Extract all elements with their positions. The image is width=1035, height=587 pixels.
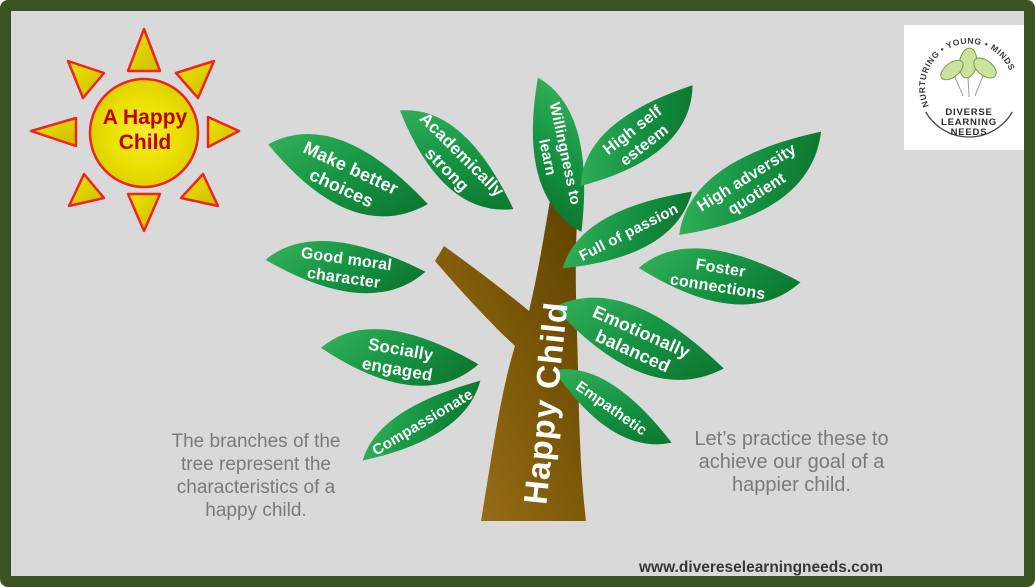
leaf-academically-strong: Academically strong — [374, 83, 533, 242]
leaf-willingness-to-learn: Willingness to learn — [503, 69, 610, 241]
diverse-learning-needs-logo: NURTURING • YOUNG • MINDS DIVERSE LEARNI… — [904, 25, 1024, 150]
leaf-compassionate: Compassionate — [348, 362, 499, 483]
sun-label-line2: Child — [119, 131, 172, 154]
leaf-full-of-passion: Full of passion — [547, 169, 712, 298]
website-text: www.divereselearningneeds.com — [638, 559, 884, 576]
leaf-good-moral-character: Good moral character — [261, 221, 430, 318]
sun-graphic: A Happy Child — [29, 27, 241, 233]
leaf-foster-connections: Foster connections — [633, 227, 806, 331]
leaf-high-self-esteem: High self esteem — [557, 63, 721, 214]
leaf-empathetic: Empathetic — [537, 345, 684, 473]
leaf-make-better-choices: Make better choices — [249, 100, 443, 258]
left-caption: The branches of the tree represent the c… — [171, 431, 341, 521]
logo-name-line1: DIVERSE — [945, 107, 992, 118]
sun-circle-icon — [88, 77, 200, 189]
logo-name-line2: LEARNING — [941, 117, 997, 128]
tree-trunk-shape-icon — [435, 189, 586, 521]
logo-circle-icon — [925, 111, 1013, 138]
sun-rays-icon — [29, 27, 241, 233]
sun-label-line1: A Happy — [103, 106, 188, 129]
tree-trunk — [435, 189, 586, 521]
leaf-socially-engaged: Socially engaged — [314, 307, 483, 413]
logo-plant-icon — [940, 47, 997, 98]
logo-name-line3: NEEDS — [951, 127, 988, 138]
leaf-high-adversity-quotient: High adversity quotient — [655, 103, 850, 270]
right-caption: Let’s practice these to achieve our goal… — [694, 428, 889, 496]
logo-emblem-icon: NURTURING • YOUNG • MINDS DIVERSE LEARNI… — [917, 36, 1017, 138]
leaf-emotionally-balanced: Emotionally balanced — [536, 263, 738, 420]
